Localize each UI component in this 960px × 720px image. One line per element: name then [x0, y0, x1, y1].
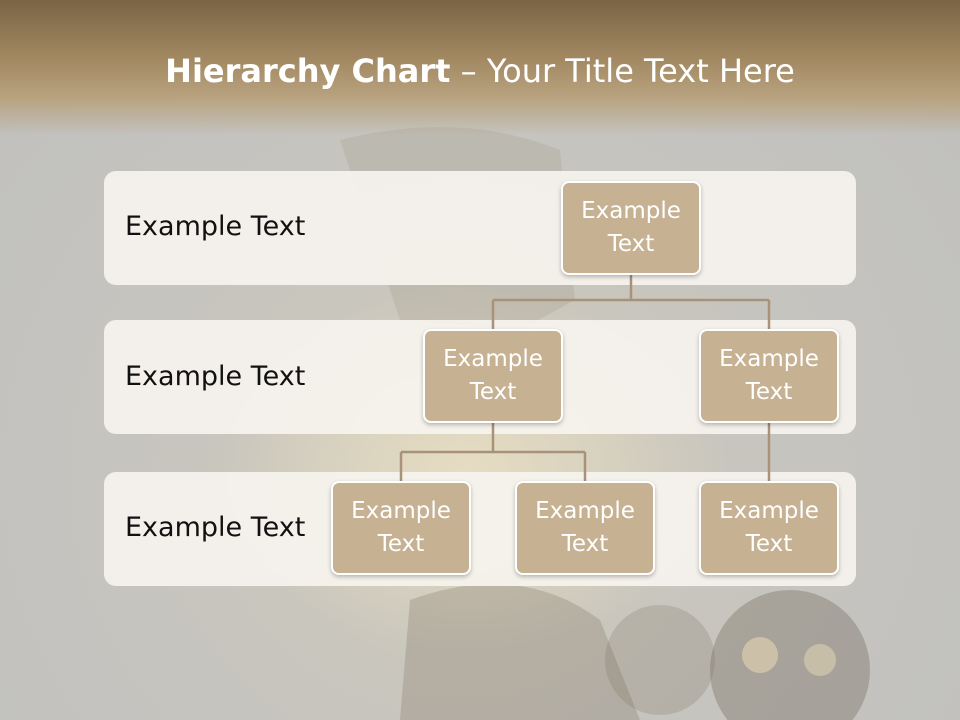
- node-level2-left: Example Text: [423, 329, 563, 423]
- node-level3-right-text: Example Text: [719, 498, 819, 557]
- node-level3-left-text: Example Text: [351, 498, 451, 557]
- node-level3-left: Example Text: [331, 481, 471, 575]
- node-root-text: Example Text: [581, 198, 681, 257]
- page-title: Hierarchy Chart – Your Title Text Here: [0, 52, 960, 90]
- row-label-2: Example Text: [125, 361, 306, 392]
- row-band-1: [104, 171, 856, 285]
- node-level2-right-text: Example Text: [719, 346, 819, 405]
- node-level2-right: Example Text: [699, 329, 839, 423]
- node-root: Example Text: [561, 181, 701, 275]
- node-level3-middle-text: Example Text: [535, 498, 635, 557]
- node-level3-right: Example Text: [699, 481, 839, 575]
- title-rest: – Your Title Text Here: [450, 52, 795, 90]
- title-bold: Hierarchy Chart: [165, 52, 451, 90]
- node-level2-left-text: Example Text: [443, 346, 543, 405]
- row-label-3: Example Text: [125, 512, 306, 543]
- title-band: [0, 0, 960, 135]
- node-level3-middle: Example Text: [515, 481, 655, 575]
- row-label-1: Example Text: [125, 211, 306, 242]
